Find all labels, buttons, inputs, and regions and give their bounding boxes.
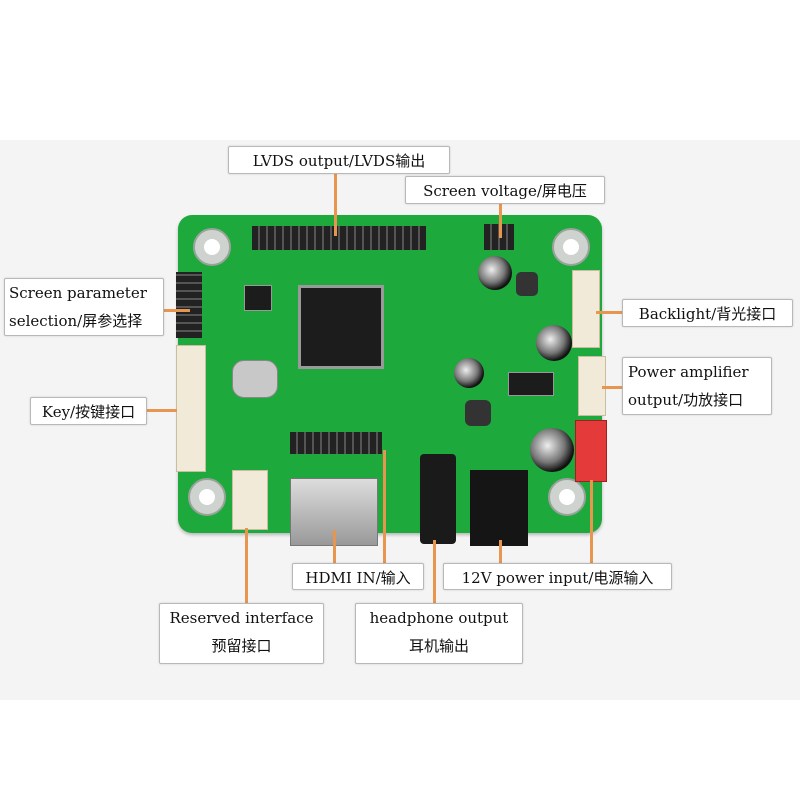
- leader-line: [334, 172, 337, 236]
- mounting-hole: [188, 478, 226, 516]
- screen-parameter-header: [176, 272, 202, 338]
- backlight-connector: [572, 270, 600, 348]
- key-connector: [176, 345, 206, 472]
- dc-jack: [470, 470, 528, 546]
- leader-line: [596, 311, 622, 314]
- leader-line: [590, 480, 593, 563]
- label-text: Screen parameter: [9, 284, 147, 302]
- label-screen-parameter: Screen parameter selection/屏参选择: [4, 278, 164, 336]
- small-chip: [244, 285, 272, 311]
- label-reserved-interface: Reserved interface 预留接口: [159, 603, 324, 664]
- label-text: output/功放接口: [628, 391, 744, 409]
- label-text: Key/按键接口: [41, 403, 136, 421]
- label-hdmi-in: HDMI IN/输入: [292, 563, 424, 590]
- label-text: selection/屏参选择: [9, 312, 143, 330]
- label-text: 耳机输出: [408, 637, 469, 655]
- label-text: 预留接口: [211, 637, 272, 655]
- main-chip: [298, 285, 384, 369]
- amp-chip: [508, 372, 554, 396]
- pin-header: [290, 432, 382, 454]
- label-headphone-output: headphone output 耳机输出: [355, 603, 523, 664]
- power-connector: [575, 420, 607, 482]
- leader-line: [433, 540, 436, 603]
- inductor: [465, 400, 491, 426]
- leader-line: [602, 386, 622, 389]
- hdmi-port: [290, 478, 378, 546]
- leader-line: [499, 202, 502, 238]
- label-text: HDMI IN/输入: [305, 569, 411, 587]
- leader-line: [164, 309, 190, 312]
- leader-line: [333, 530, 336, 563]
- label-backlight: Backlight/背光接口: [622, 299, 793, 327]
- label-text: LVDS output/LVDS输出: [252, 152, 426, 170]
- capacitor: [530, 428, 574, 472]
- label-text: 12V power input/电源输入: [461, 569, 654, 587]
- leader-line: [383, 450, 386, 563]
- leader-line: [499, 540, 502, 563]
- capacitor: [454, 358, 484, 388]
- capacitor: [478, 256, 512, 290]
- label-text: Power amplifier: [628, 363, 749, 381]
- label-screen-voltage: Screen voltage/屏电压: [405, 176, 605, 204]
- lvds-header: [252, 226, 426, 250]
- label-key: Key/按键接口: [30, 397, 147, 425]
- label-power-amplifier: Power amplifier output/功放接口: [622, 357, 772, 415]
- label-12v-power-input: 12V power input/电源输入: [443, 563, 672, 590]
- leader-line: [245, 528, 248, 603]
- label-text: headphone output: [369, 609, 509, 627]
- mounting-hole: [552, 228, 590, 266]
- capacitor: [536, 325, 572, 361]
- crystal: [232, 360, 278, 398]
- inductor: [516, 272, 538, 296]
- label-text: Screen voltage/屏电压: [423, 182, 587, 200]
- label-text: Backlight/背光接口: [638, 305, 777, 323]
- leader-line: [145, 409, 177, 412]
- label-lvds-output: LVDS output/LVDS输出: [228, 146, 450, 174]
- label-text: Reserved interface: [169, 609, 314, 627]
- headphone-jack: [420, 454, 456, 544]
- reserved-connector: [232, 470, 268, 530]
- mounting-hole: [548, 478, 586, 516]
- mounting-hole: [193, 228, 231, 266]
